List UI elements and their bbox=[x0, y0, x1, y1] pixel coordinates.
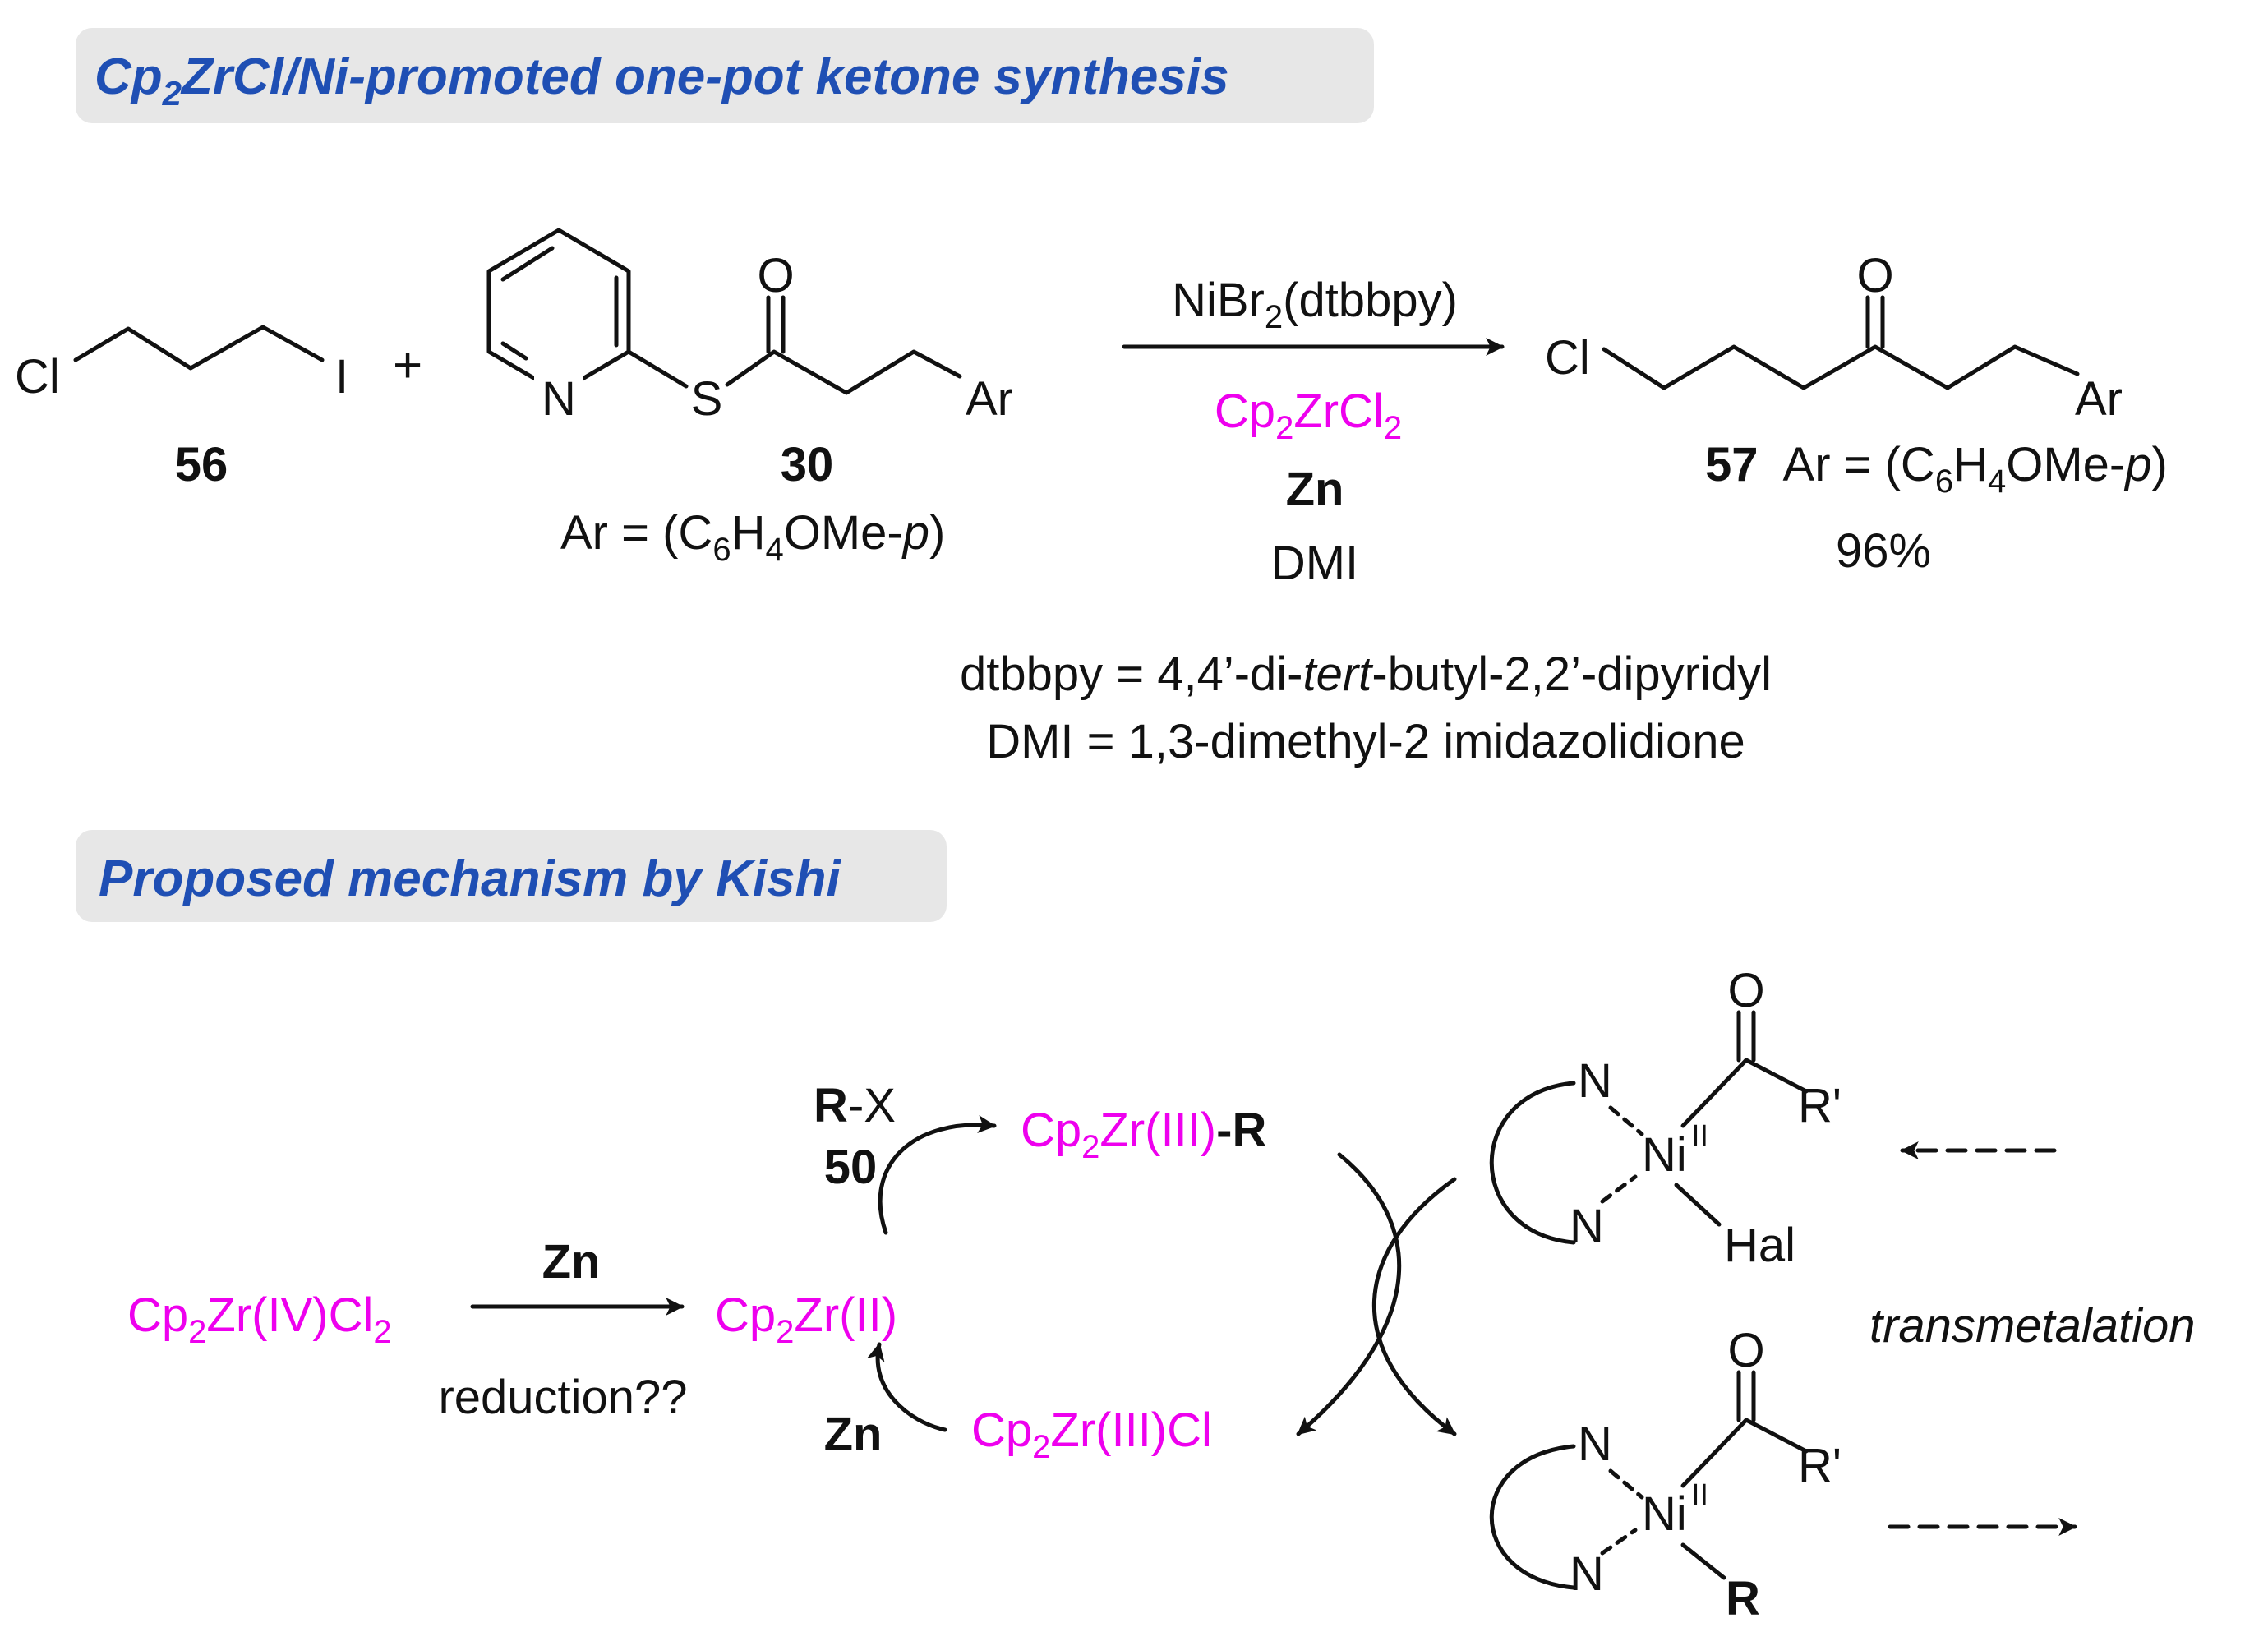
synthesis-heading: Cp2ZrCl/Ni-promoted one-pot ketone synth… bbox=[94, 48, 1229, 113]
mechanism-heading: Proposed mechanism by Kishi bbox=[99, 851, 841, 907]
dtbbpy-definition: dtbbpy = 4,4’-di-tert-butyl-2,2’-dipyrid… bbox=[960, 648, 1772, 701]
nickel-oxidation-state: II bbox=[1691, 1119, 1708, 1154]
zr-iii-chloride: Cp2Zr(III)Cl bbox=[971, 1404, 1212, 1465]
dmi-definition: DMI = 1,3-dimethyl-2 imidazolidione bbox=[986, 715, 1745, 768]
nickel-acyl-halide-complex: N N Ni II O R' Hal bbox=[1489, 964, 1842, 1272]
plus-sign: + bbox=[393, 337, 422, 394]
reduction-question: reduction?? bbox=[438, 1371, 687, 1424]
abbreviations: dtbbpy = 4,4’-di-tert-butyl-2,2’-dipyrid… bbox=[960, 648, 1772, 768]
regeneration-arrow bbox=[866, 1342, 947, 1432]
reactant-30: N S O Ar 30 Ar = (C6H4OMe-p) bbox=[486, 228, 1013, 568]
mechanism-heading-box bbox=[76, 830, 947, 922]
zinc-reductant: Zn bbox=[1286, 463, 1344, 516]
solvent-dmi: DMI bbox=[1271, 537, 1358, 590]
ligand-nitrogen-top-2: N bbox=[1578, 1418, 1612, 1471]
zr-to-zrcl-arrow bbox=[1296, 1152, 1402, 1436]
chlorine-label: Cl bbox=[15, 350, 60, 403]
compound-number-30: 30 bbox=[781, 438, 834, 491]
nickel-center-2: Ni bbox=[1642, 1487, 1687, 1541]
sulfur-label: S bbox=[691, 372, 723, 426]
zinc-regeneration-label: Zn bbox=[824, 1408, 883, 1461]
product-carbonyl-oxygen: O bbox=[1856, 249, 1893, 302]
mechanism: Cp2Zr(IV)Cl2 Zn reduction?? Cp2Zr(II) R-… bbox=[127, 964, 2196, 1625]
nickel-oxidation-state-2: II bbox=[1691, 1478, 1708, 1513]
halide-ligand: Hal bbox=[1724, 1219, 1796, 1272]
zr-iv-dichloride: Cp2Zr(IV)Cl2 bbox=[127, 1289, 392, 1350]
acyl-oxygen-2: O bbox=[1727, 1324, 1764, 1377]
acyl-r-prime-2: R' bbox=[1798, 1439, 1842, 1492]
reactant-56: Cl I 56 bbox=[15, 325, 348, 491]
ni-transmetalation-arrow bbox=[1372, 1177, 1457, 1436]
alkyl-halide: R-X bbox=[814, 1079, 896, 1132]
zr-ii: Cp2Zr(II) bbox=[715, 1289, 897, 1350]
oxidative-addition-arrow bbox=[878, 1115, 997, 1235]
product-aryl-label: Ar bbox=[2075, 372, 2123, 426]
aryl-definition-30: Ar = (C6H4OMe-p) bbox=[560, 506, 945, 568]
carbonyl-oxygen: O bbox=[757, 249, 794, 302]
product-yield: 96% bbox=[1836, 524, 1931, 578]
nickel-center: Ni bbox=[1642, 1128, 1687, 1182]
nickel-acyl-alkyl-complex: N N Ni II O R' R bbox=[1489, 1324, 1842, 1625]
iodine-label: I bbox=[335, 350, 348, 403]
zr-iii-alkyl: Cp2Zr(III)-R bbox=[1021, 1104, 1266, 1165]
alkyl-ligand: R bbox=[1726, 1572, 1760, 1625]
acyl-r-prime: R' bbox=[1798, 1079, 1842, 1132]
acyl-oxygen: O bbox=[1727, 964, 1764, 1017]
ligand-nitrogen-bottom-2: N bbox=[1570, 1547, 1604, 1601]
product-chlorine: Cl bbox=[1545, 331, 1590, 385]
compound-number-56: 56 bbox=[175, 438, 228, 491]
zinc-reduction-label: Zn bbox=[542, 1235, 601, 1289]
nickel-catalyst: NiBr2(dtbbpy) bbox=[1172, 274, 1458, 335]
reaction-conditions: NiBr2(dtbbpy) Cp2ZrCl2 Zn DMI bbox=[1122, 274, 1505, 590]
transmetalation-label: transmetalation bbox=[1869, 1299, 2196, 1353]
ligand-nitrogen-bottom: N bbox=[1570, 1200, 1604, 1253]
compound-number-50: 50 bbox=[824, 1141, 878, 1194]
zirconocene-dichloride: Cp2ZrCl2 bbox=[1215, 385, 1402, 446]
pyridine-nitrogen: N bbox=[542, 372, 576, 426]
aryl-label: Ar bbox=[966, 372, 1013, 426]
synthesis-heading-box bbox=[76, 28, 1374, 123]
ligand-nitrogen-top: N bbox=[1578, 1054, 1612, 1108]
